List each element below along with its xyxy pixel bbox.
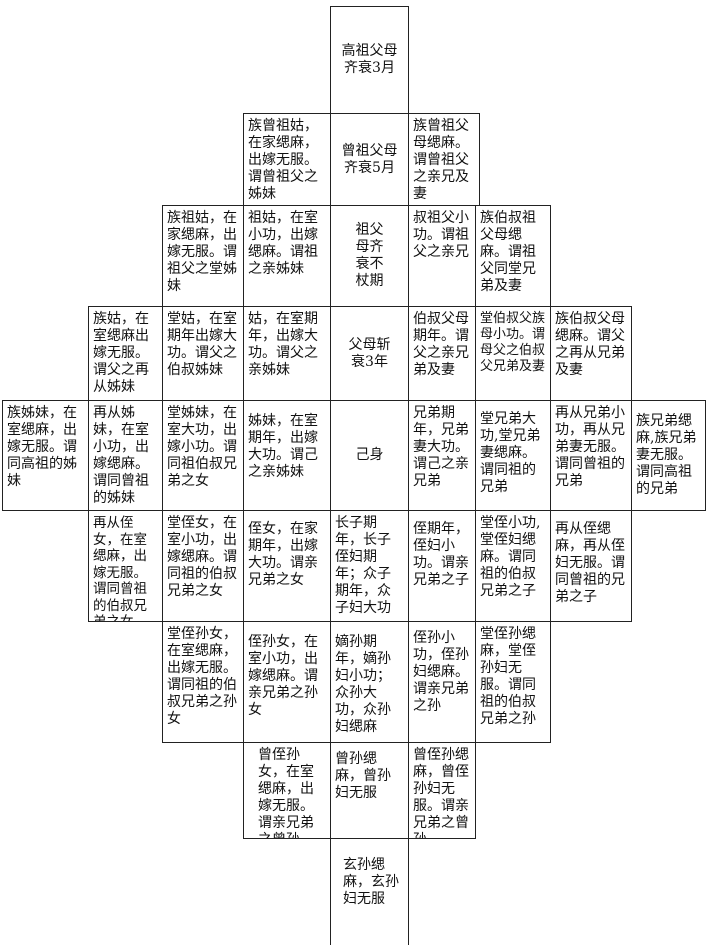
cell-self: 己身 — [330, 400, 409, 511]
cell-grandniece-cousin: 堂侄孙女，在室缌麻，出嫁无服。谓同祖的伯叔兄弟之孙女 — [162, 621, 244, 743]
cell-brothers: 兄弟期年，兄弟妻大功。谓己之亲兄弟 — [408, 400, 476, 511]
cell-great-grandparents: 曾祖父母齐衰5月 — [330, 113, 409, 206]
cell-grand-aunt-clan: 族祖姑，在家缌麻，出嫁无服。谓祖父之堂姊妹 — [162, 205, 244, 307]
cell-niece-cousin: 堂侄女，在室小功，出嫁缌麻。谓同祖的伯叔兄弟之女 — [162, 510, 244, 622]
cell-parents: 父母斩衰3年 — [330, 306, 409, 401]
cell-uncle-cousin: 堂伯叔父族母小功。谓母父之伯叔父兄弟及妻 — [475, 306, 551, 401]
cell-great-grand-aunt-clan: 族曾祖姑，在家缌麻，出嫁无服。谓曾祖父之姊妹 — [243, 113, 331, 206]
cell-grand-uncle: 叔祖父小功。谓祖父之亲兄 — [408, 205, 476, 307]
cell-great-grandsons: 曾孙缌麻，曾孙妇无服 — [330, 742, 409, 839]
cell-niece-second-cousin: 再从侄女，在室缌麻，出嫁无服。谓同曾祖的伯叔兄弟之女 — [88, 510, 163, 622]
cell-sisters-cousin: 堂姊妹，在室大功，出嫁小功。谓同祖伯叔兄弟之女 — [162, 400, 244, 511]
cell-grand-uncle-clan: 族伯叔祖父母缌麻。谓祖父同堂兄弟及妻 — [475, 205, 551, 307]
cell-aunt-cousin: 堂姑，在室期年出嫁大功。谓父之伯叔姊妹 — [162, 306, 244, 401]
cell-aunt-clan: 族姑，在室缌麻出嫁无服。谓父之再从姊妹 — [88, 306, 163, 401]
cell-grandniece: 侄孙女，在室小功，出嫁缌麻。谓亲兄弟之孙女 — [243, 621, 331, 743]
cell-brothers-second-cousin: 再从兄弟小功，再从兄弟妻无服。谓同曾祖的兄弟 — [550, 400, 632, 511]
cell-grand-aunt: 祖姑，在室小功，出嫁缌麻。谓祖之亲姊妹 — [243, 205, 331, 307]
cell-brothers-cousin: 堂兄弟大功,堂兄弟妻缌麻。谓同祖的兄弟 — [475, 400, 551, 511]
cell-uncle-clan: 族伯叔父母缌麻。谓父之再从兄弟及妻 — [550, 306, 632, 401]
cell-grandnephew: 侄孙小功，侄孙妇缌麻。谓亲兄弟之孙 — [408, 621, 476, 743]
cell-grandnephew-cousin: 堂侄孙缌麻，堂侄孙妇无服。谓同祖的伯叔兄弟之孙 — [475, 621, 551, 743]
cell-nephew: 侄期年，侄妇小功。谓亲兄弟之子 — [408, 510, 476, 622]
cell-nephew-cousin: 堂侄小功,堂侄妇缌麻。谓同祖的伯叔兄弟之子 — [475, 510, 551, 622]
cell-great-grandnephew: 曾侄孙缌麻，曾侄孙妇无服。谓亲兄弟之曾孙 — [408, 742, 476, 839]
cell-sisters-clan: 族姊妹，在室缌麻，出嫁无服。谓同高祖的姊妹 — [2, 400, 89, 511]
cell-niece: 侄女，在家期年，出嫁大功。谓亲兄弟之女 — [243, 510, 331, 622]
cell-sisters: 姊妹，在室期年，出嫁大功。谓己之亲姊妹 — [243, 400, 331, 511]
cell-grandsons: 嫡孙期年，嫡孙妇小功；众孙大功，众孙妇缌麻 — [330, 621, 409, 743]
cell-great-grandniece: 曾侄孙女，在室缌麻，出嫁无服。谓亲兄弟之曾孙 — [243, 742, 331, 839]
cell-sisters-second-cousin: 再从姊妹，在室小功，出嫁缌麻。谓同曾祖的姊妹 — [88, 400, 163, 511]
cell-grandparents: 祖父母齐衰不杖期 — [330, 205, 409, 307]
cell-brothers-clan: 族兄弟缌麻,族兄弟妻无服。谓同高祖的兄弟 — [631, 400, 706, 511]
cell-great-great-grandparents: 高祖父母齐衰3月 — [330, 6, 409, 114]
cell-great-grand-uncle-clan: 族曾祖父母缌麻。谓曾祖父之亲兄及妻 — [408, 113, 480, 206]
cell-aunt: 姑，在室期年，出嫁大功。谓父之亲姊妹 — [243, 306, 331, 401]
cell-uncle: 伯叔父母期年。谓父之亲兄弟及妻 — [408, 306, 476, 401]
cell-nephew-second-cousin: 再从侄缌麻，再从侄妇无服。谓同曾祖的兄弟之子 — [550, 510, 632, 622]
cell-great-great-grandsons: 玄孙缌麻，玄孙妇无服 — [330, 838, 409, 945]
cell-sons: 长子期年，长子侄妇期年；众子期年，众子妇大功 — [330, 510, 409, 622]
